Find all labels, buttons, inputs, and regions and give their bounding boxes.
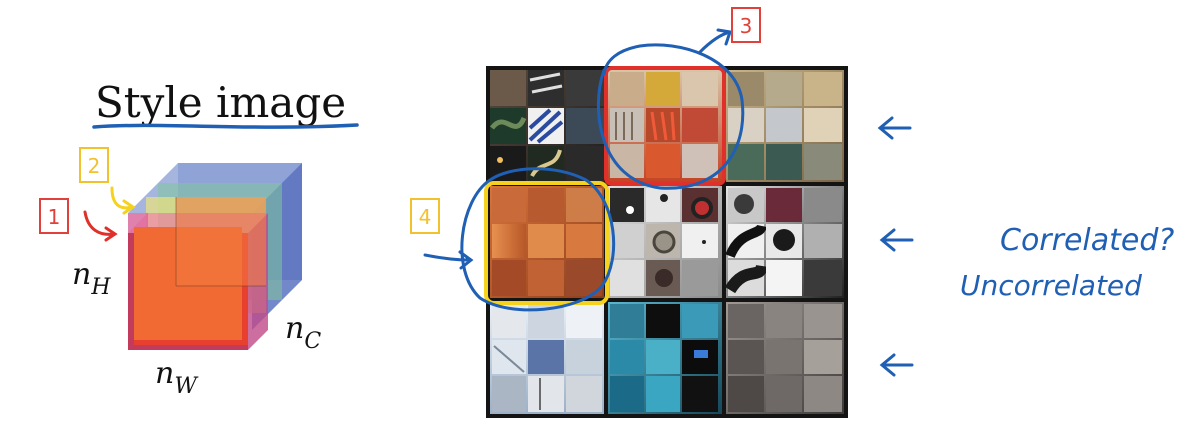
blue-arrow-left [423,250,474,270]
title-underline [92,123,359,129]
dim-sub-channels: C [304,329,321,354]
slide-title: Style image [95,78,346,127]
callout-label-2: 2 [88,154,101,178]
patch-cell-r2c2 [608,186,722,298]
highlight-box-yellow [484,181,609,305]
patch-cell-r1c3 [726,70,844,182]
blue-circle-top [596,43,745,190]
dim-sub-height: H [90,275,111,300]
callout-box-1 [39,198,69,234]
highlight-box-red [604,66,726,186]
patch-cell-r1c2 [608,70,722,182]
patch-grid [486,66,848,418]
blue-arrow-top [698,28,732,54]
patch-cell-r2c3 [724,186,844,298]
patch-cell-r3c1 [490,302,604,414]
patch-cell-r2c1 [490,186,604,298]
arrow-left-icon [879,353,914,377]
note-uncorrelated: Uncorrelated [960,269,1142,302]
note-correlated: Correlated? [1000,223,1174,258]
callout-label-1: 1 [48,205,61,229]
callout-box-2 [79,147,109,183]
blue-circle-left [460,167,616,312]
arrow-left-icon [879,228,914,252]
dim-sub-width: W [174,374,199,399]
callout-box-4 [410,198,440,234]
dim-label-channels: nC [285,311,321,354]
patch-cell-r3c2 [608,302,722,414]
patch-cell-r3c3 [726,302,844,414]
dim-label-height: nH [72,257,111,300]
dim-label-width: nW [155,356,199,399]
callout-box-3 [731,7,761,43]
volume-cube [128,163,302,350]
red-arrow [83,210,118,242]
yellow-arrow [110,186,136,215]
patch-cell-r1c1 [489,70,604,182]
callout-label-3: 3 [740,14,753,38]
arrow-left-icon [877,116,912,140]
callout-label-4: 4 [419,205,432,229]
